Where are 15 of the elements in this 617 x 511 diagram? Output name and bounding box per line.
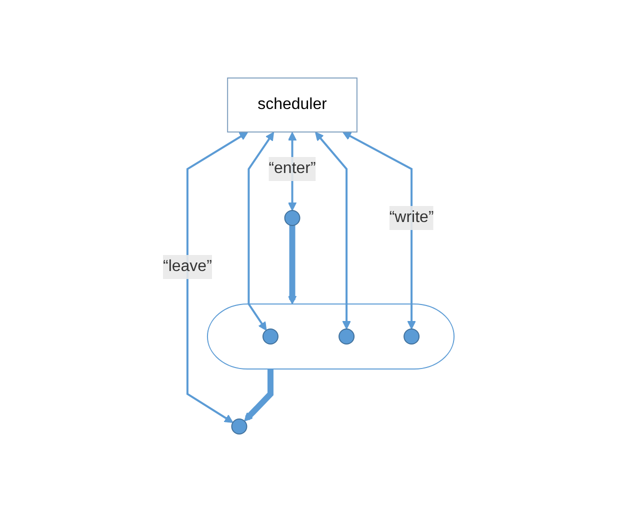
- node-circle: [404, 328, 420, 344]
- node-circle: [262, 328, 278, 344]
- arrow: [248, 131, 274, 330]
- arrow: [288, 225, 297, 304]
- node-box: scheduler: [227, 77, 358, 132]
- arrow: [244, 368, 274, 421]
- node-circle: [284, 210, 300, 226]
- node-circle: [338, 328, 355, 344]
- arrow: [315, 131, 351, 329]
- node-circle: [231, 418, 248, 434]
- arrow: [186, 131, 248, 422]
- arrow: [342, 131, 416, 329]
- edge-label: “write”: [389, 208, 434, 226]
- edge-label: “enter”: [268, 160, 316, 176]
- edge-label: “leave”: [162, 258, 212, 274]
